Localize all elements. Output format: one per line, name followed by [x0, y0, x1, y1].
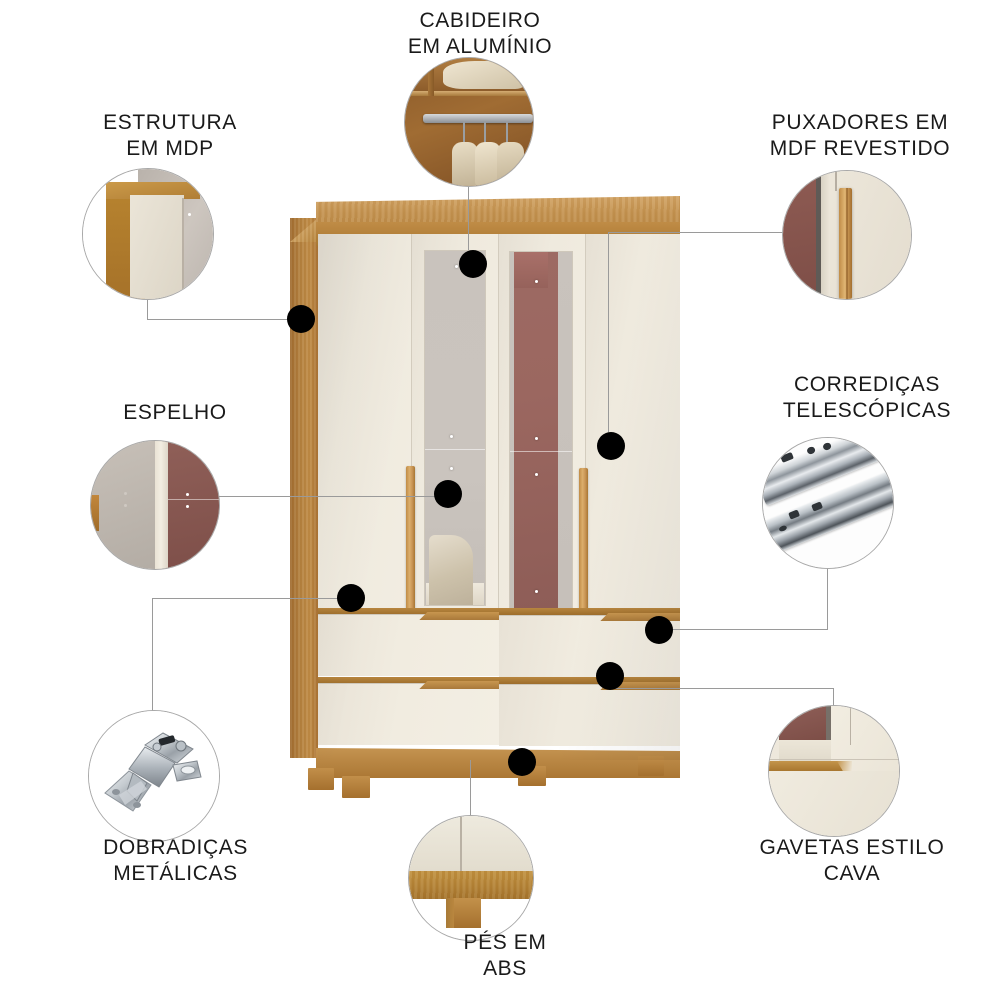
connector-estrutura-h [147, 319, 301, 320]
door-handle-right[interactable] [578, 468, 588, 618]
drawer-4-cutout-handle[interactable] [600, 682, 680, 690]
mirror-screw [455, 265, 459, 269]
label-pes: PÉS EM ABS [463, 931, 547, 981]
connector-puxadores-v [608, 232, 609, 432]
drawer-2-cutout-handle[interactable] [600, 613, 680, 621]
drawer-recess-top [318, 608, 680, 615]
callout-circle-espelho [90, 440, 220, 570]
mirror-screw [449, 466, 453, 470]
wardrobe-side-panel [290, 218, 318, 758]
dot-pes[interactable] [508, 748, 536, 776]
mirror-screw [534, 590, 538, 594]
dot-cabideiro[interactable] [459, 250, 487, 278]
hinge-icon [104, 732, 202, 812]
wardrobe-plinth [316, 748, 680, 778]
label-corredicas: CORREDIÇAS TELESCÓPICAS [782, 373, 952, 423]
connector-corredicas-v [827, 566, 828, 630]
callout-circle-estrutura [82, 168, 214, 300]
wardrobe-drawer-bank [318, 608, 680, 748]
label-puxadores: PUXADORES EM MDF REVESTIDO [769, 111, 951, 161]
mirror-screw [534, 437, 538, 441]
mirror-reflection-headboard [513, 252, 549, 288]
drawer-3-cutout-handle[interactable] [419, 681, 499, 689]
wardrobe-foot-left-rear [308, 768, 334, 790]
callout-circle-cabideiro [404, 57, 534, 187]
label-espelho: ESPELHO [123, 401, 227, 424]
drawer-4[interactable] [499, 684, 680, 746]
connector-cabideiro [468, 185, 469, 250]
mirror-reflection-bedding [428, 535, 473, 605]
connector-gavetas-h [609, 688, 834, 689]
wardrobe-foot-right [638, 756, 664, 776]
connector-dobradicas-h [152, 598, 350, 599]
dot-puxadores[interactable] [597, 432, 625, 460]
wardrobe-door-1[interactable] [318, 234, 413, 634]
drawer-3[interactable] [318, 683, 499, 745]
callout-circle-puxadores [782, 170, 912, 300]
drawer-recess-bottom [318, 677, 680, 684]
mirror-screw [534, 472, 538, 476]
wardrobe-side-top-bevel [290, 218, 318, 242]
connector-gavetas-v [833, 688, 834, 718]
callout-circle-gavetas [768, 705, 900, 837]
mirror-seam [425, 449, 485, 451]
dot-corredicas[interactable] [645, 616, 673, 644]
wardrobe-foot-left-front [342, 776, 370, 798]
connector-pes [470, 760, 471, 822]
mirror-screw [534, 280, 538, 284]
wardrobe-door-2[interactable] [412, 234, 499, 637]
label-cabideiro: CABIDEIRO EM ALUMÍNIO [407, 9, 553, 59]
callout-circle-dobradicas [88, 710, 220, 842]
callout-circle-pes [408, 815, 534, 941]
dot-gavetas[interactable] [596, 662, 624, 690]
dot-estrutura[interactable] [287, 305, 315, 333]
wardrobe-door-bank [318, 234, 680, 760]
connector-estrutura-v [147, 298, 148, 320]
wardrobe-door-3[interactable] [499, 234, 586, 640]
door-handle-left[interactable] [405, 466, 415, 614]
connector-espelho [214, 496, 446, 497]
mirror-panel-right [509, 251, 573, 609]
connector-puxadores-h1 [608, 232, 784, 233]
mirror-reflection-accent-wall [513, 252, 559, 608]
drawer-1-cutout-handle[interactable] [419, 612, 499, 620]
label-gavetas: GAVETAS ESTILO CAVA [759, 836, 945, 886]
dot-espelho[interactable] [434, 480, 462, 508]
label-estrutura: ESTRUTURA EM MDP [103, 111, 237, 161]
connector-dobradicas-v [152, 598, 153, 711]
callout-circle-corredicas [762, 437, 894, 569]
connector-corredicas-h [658, 629, 828, 630]
mirror-screw [449, 435, 453, 439]
mirror-panel-left [424, 250, 486, 606]
mirror-seam [510, 451, 572, 453]
dot-dobradicas[interactable] [337, 584, 365, 612]
drawer-1[interactable] [318, 614, 499, 676]
label-dobradicas: DOBRADIÇAS METÁLICAS [103, 836, 248, 886]
